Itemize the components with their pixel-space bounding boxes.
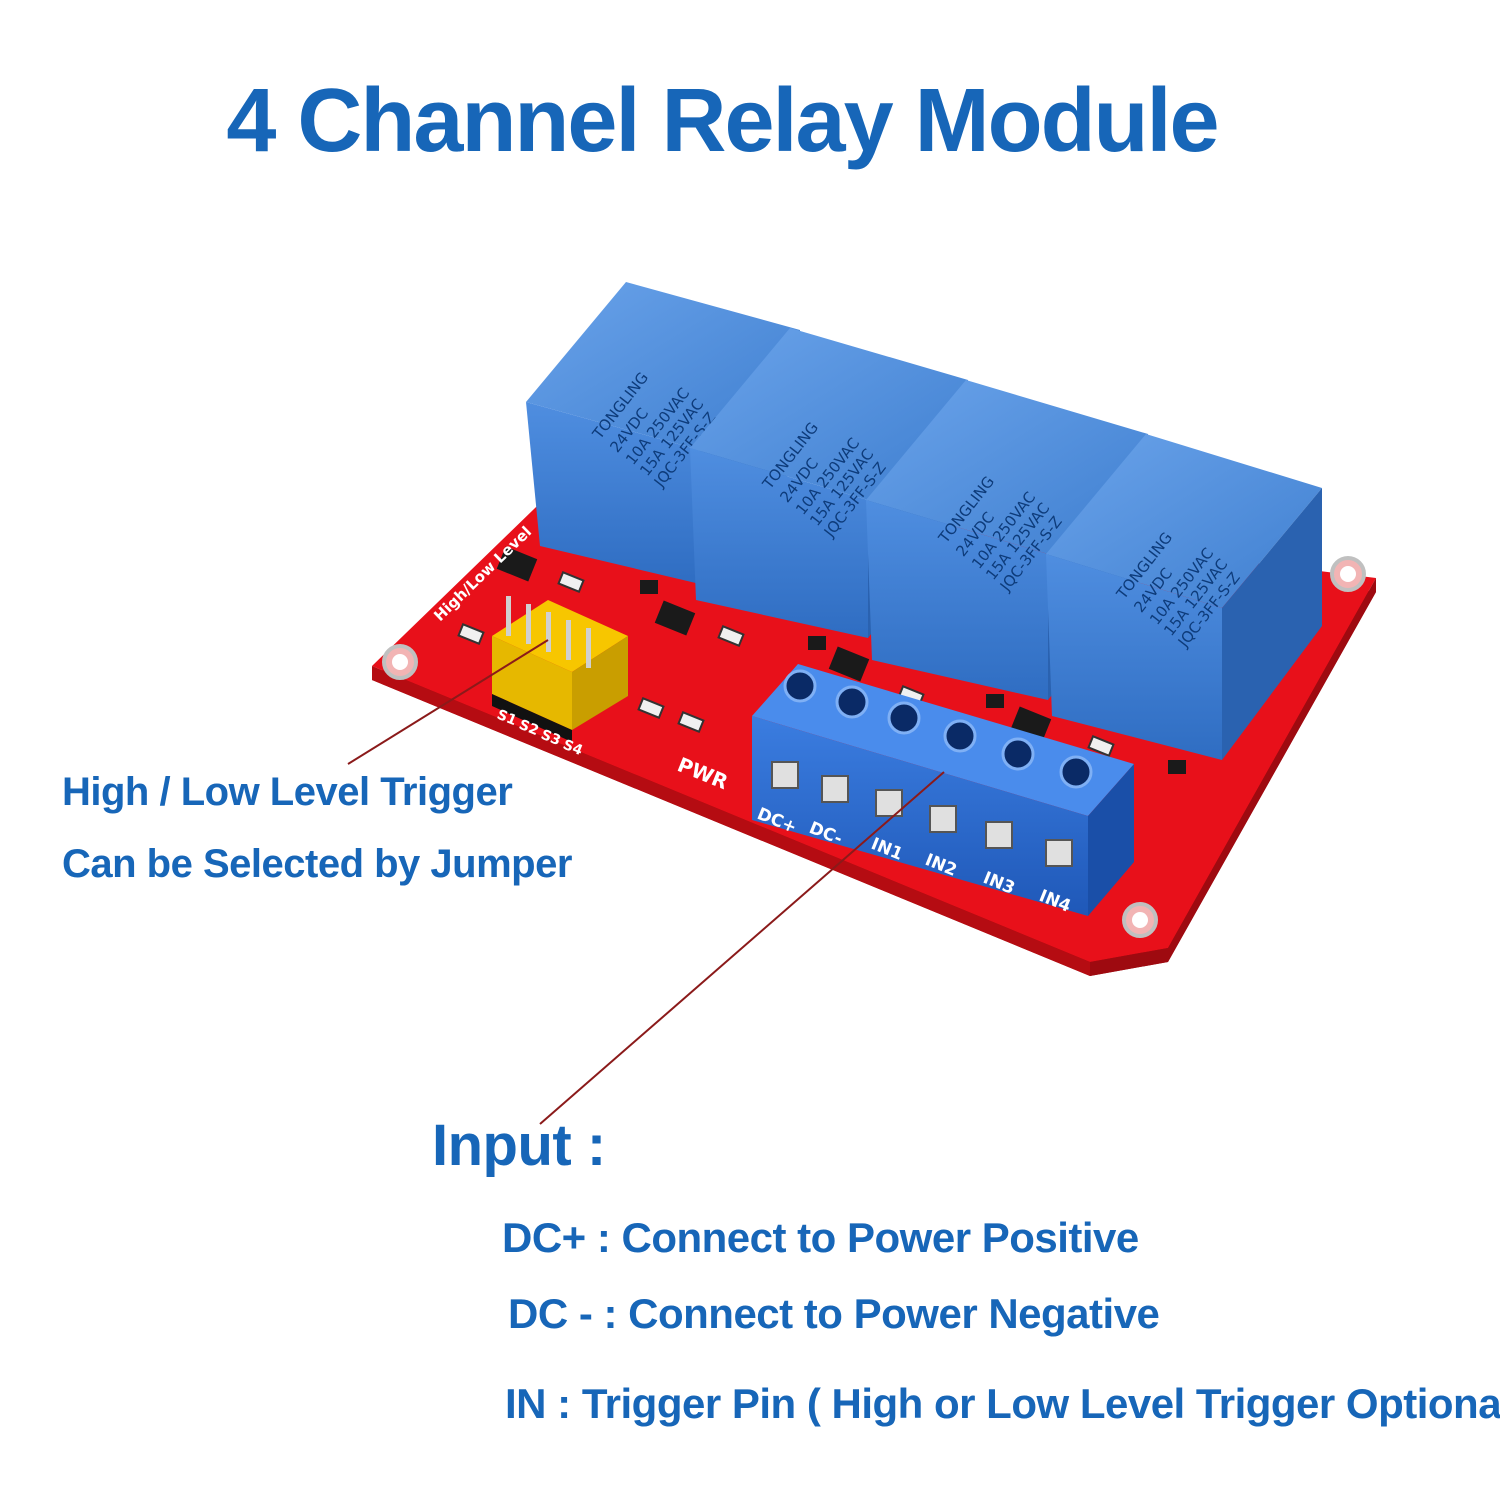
jumper-header [492,596,628,742]
page-title: 4 Channel Relay Module [226,71,1219,171]
input-heading: Input : [432,1113,606,1178]
relay-4: TONGLING 24VDC 10A 250VAC 15A 125VAC JQC… [1046,434,1322,760]
jumper-label-s2: S2 [517,717,541,739]
jumper-callout-line2: Can be Selected by Jumper [62,842,572,886]
jumper-label-s4: S4 [561,737,586,759]
spec-dc-minus: DC - : Connect to Power Negative [508,1290,1160,1337]
jumper-callout-line1: High / Low Level Trigger [62,770,513,814]
spec-in-trigger: IN : Trigger Pin ( High or Low Level Tri… [505,1380,1500,1427]
jumper-leader-line [347,639,549,765]
jumper-label-s3: S3 [539,727,563,749]
jumper-label-s1: S1 [495,707,519,729]
input-leader-line [539,771,945,1125]
relay-3: TONGLING 24VDC 10A 250VAC 15A 125VAC JQC… [866,380,1148,700]
terminal-block [752,664,1134,916]
spec-dc-plus: DC+ : Connect to Power Positive [502,1214,1139,1261]
